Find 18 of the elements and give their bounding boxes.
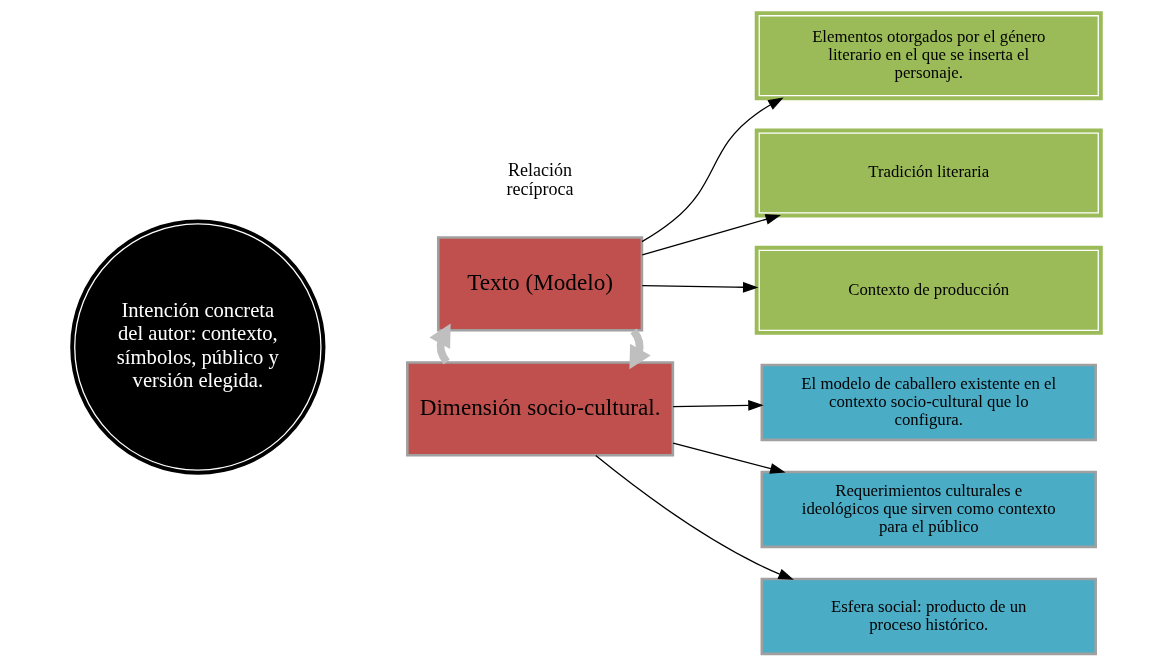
label: Relación recíproca	[506, 159, 574, 200]
arrow	[641, 214, 781, 256]
arrow	[429, 323, 451, 365]
arrow	[641, 97, 784, 243]
arrow	[672, 442, 786, 474]
node-box: Tradición literaria	[754, 128, 1103, 218]
node-box: Texto (Modelo)	[436, 236, 644, 332]
node-box: Elementos otorgados por el género literario en el que se inserta el personaje.	[754, 11, 1103, 101]
node-box: Esfera social: producto de un proceso histórico.	[760, 577, 1097, 656]
node-box: Requerimientos culturales e ideológicos que sirven como contexto para el público	[760, 470, 1097, 549]
arrow	[641, 281, 759, 293]
node-box: El modelo de caballero existente en el contexto socio-cultural que lo configura.	[760, 363, 1097, 442]
arrow	[672, 400, 764, 411]
node-box: Dimensión socio-cultural.	[406, 361, 675, 457]
node-box: Contexto de producción	[754, 245, 1103, 335]
node-circle: Intención concreta del autor: contexto, símbolos, público y versión elegida.	[70, 219, 326, 475]
arrow	[595, 454, 794, 580]
arrow	[629, 328, 651, 370]
